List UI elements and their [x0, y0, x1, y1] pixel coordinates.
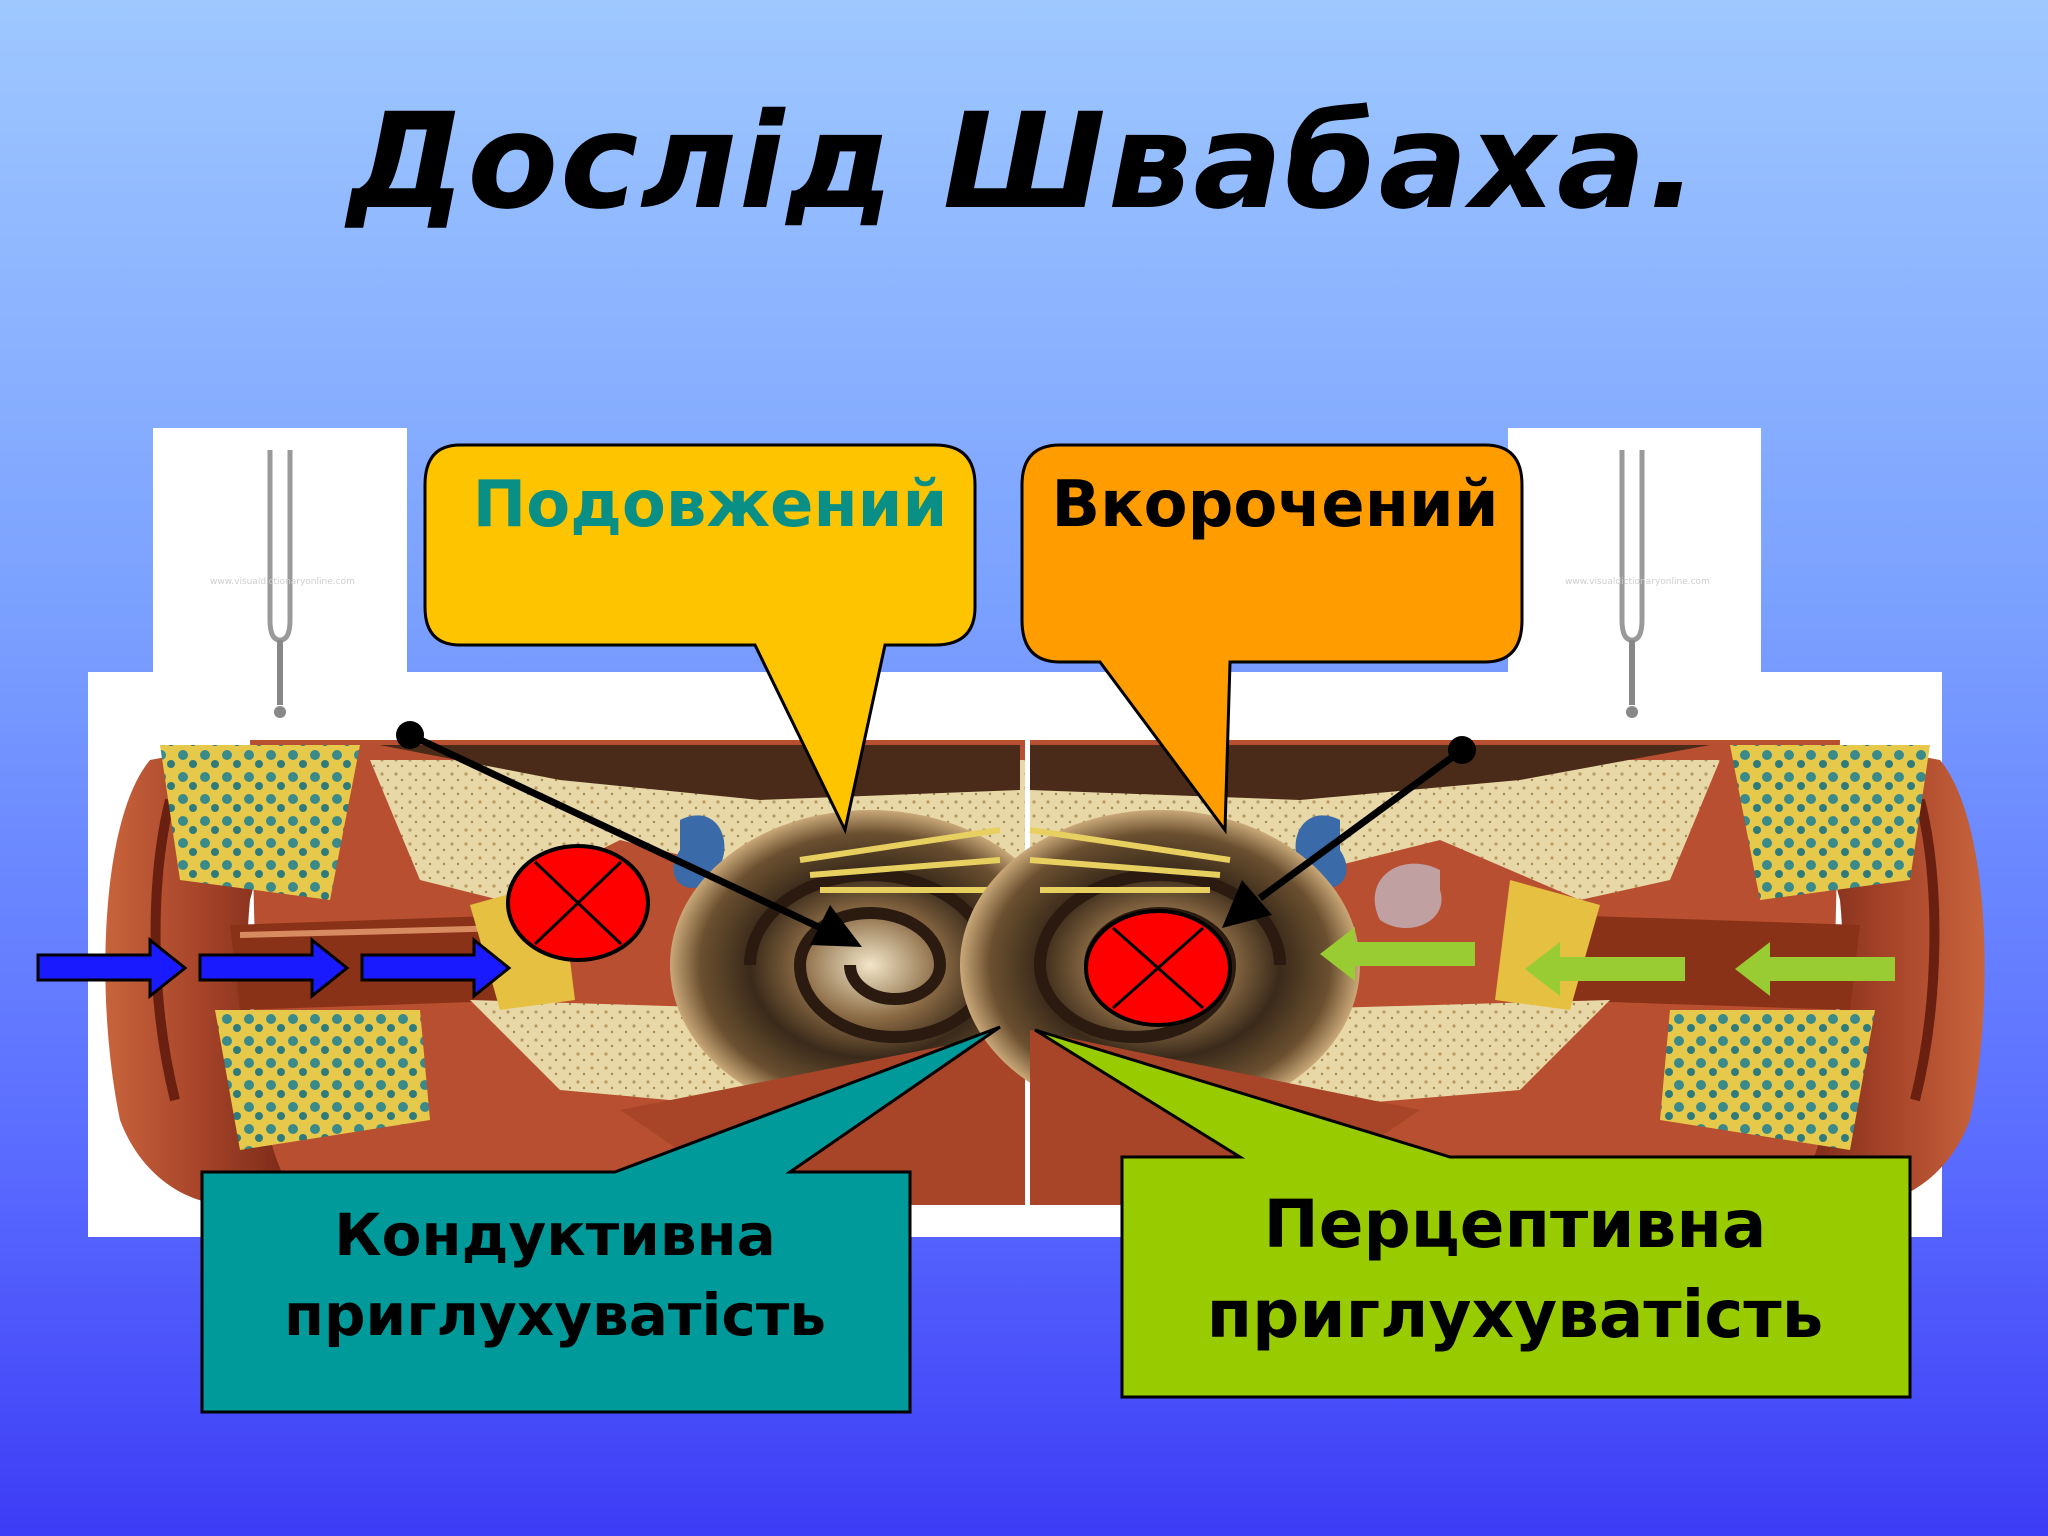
page-title: Дослід Швабаха. [347, 85, 1701, 239]
tuning-fork-icon: www.visualdictionaryonline.com [153, 428, 407, 735]
callout-label-prolonged: Подовжений [472, 468, 948, 542]
bone-conduction-arrow-right [1222, 736, 1476, 928]
conductive-line2: приглухуватість [283, 1281, 827, 1349]
tuning-fork-icon: www.visualdictionaryonline.com [1508, 428, 1761, 735]
perceptive-line2: приглухуватість [1206, 1276, 1824, 1353]
callout-perceptive [1034, 1028, 1912, 1399]
perceptive-line1: Перцептивна [1263, 1186, 1767, 1263]
air-conduction-arrows-left [36, 936, 512, 1000]
bone-conduction-arrow-left [396, 721, 862, 947]
callout-label-perceptive: Перцептивна приглухуватість [1125, 1180, 1905, 1360]
callout-shortened [1020, 443, 1524, 835]
callout-label-conductive: Кондуктивна приглухуватість [205, 1195, 905, 1355]
callout-prolonged [423, 443, 977, 835]
svg-text:www.visualdictionaryonline.com: www.visualdictionaryonline.com [1565, 577, 1710, 587]
callout-label-shortened: Вкорочений [1051, 468, 1499, 542]
blocked-circle-icon [506, 844, 650, 962]
air-conduction-arrows-right [1320, 927, 1895, 996]
conductive-line1: Кондуктивна [334, 1201, 776, 1269]
blocked-circle-icon [1084, 909, 1232, 1027]
svg-text:www.visualdictionaryonline.com: www.visualdictionaryonline.com [210, 577, 355, 587]
callout-conductive [200, 1025, 1001, 1414]
